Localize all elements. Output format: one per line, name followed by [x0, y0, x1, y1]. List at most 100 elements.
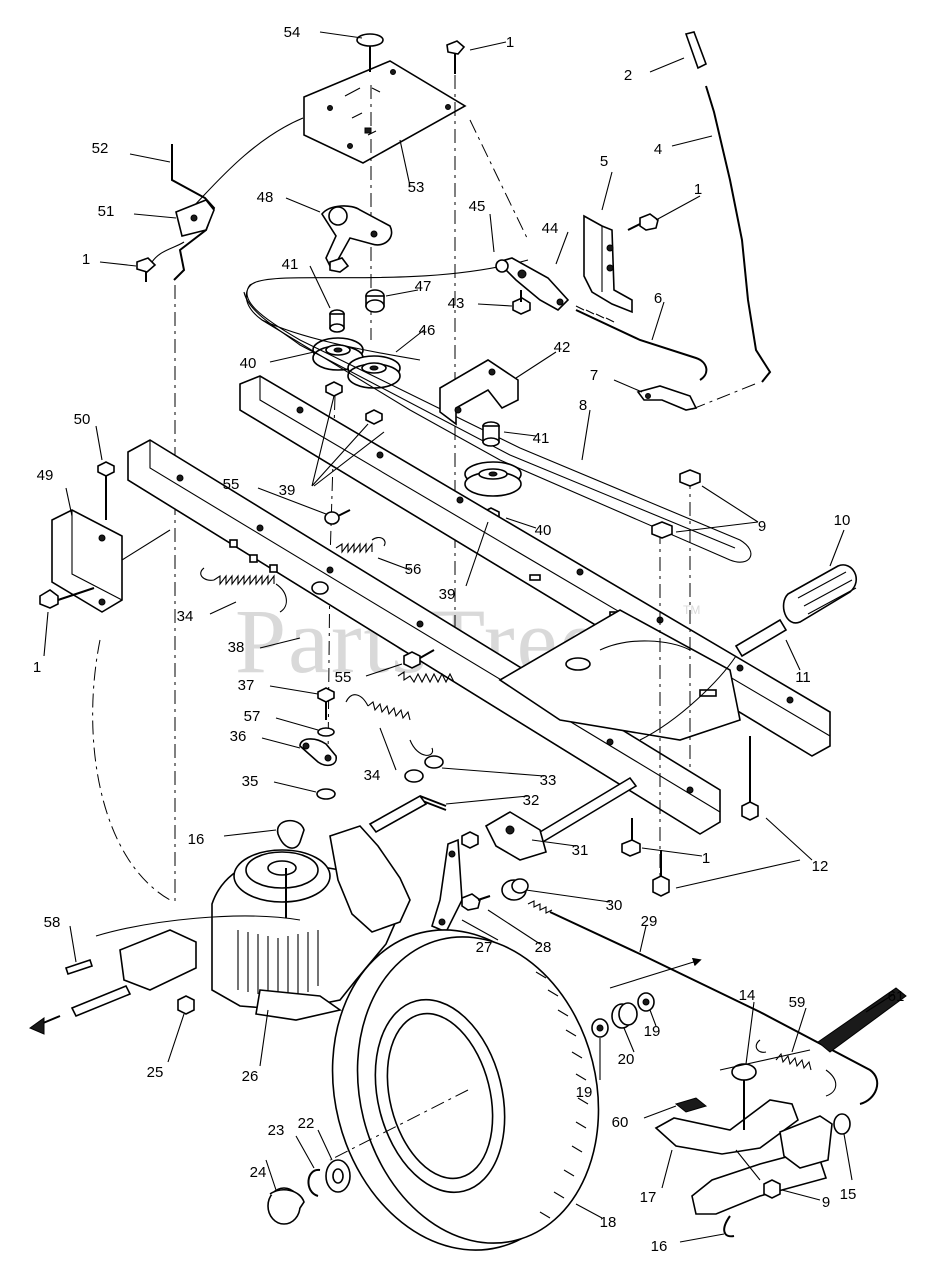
clutch-bracket-44	[495, 257, 570, 311]
part-label-24: 24	[250, 1164, 267, 1181]
part-label-19: 19	[644, 1023, 661, 1040]
part-label-16: 16	[651, 1238, 668, 1255]
bolt-55-lower	[403, 649, 435, 669]
bolt-1-bracket49	[39, 587, 95, 609]
nut-left-31	[461, 831, 479, 849]
part-label-40: 40	[535, 522, 552, 539]
part-label-55: 55	[223, 476, 240, 493]
rod-6	[575, 305, 708, 381]
spacer-41-left	[329, 309, 345, 333]
part-label-34: 34	[177, 608, 194, 625]
part-label-8: 8	[579, 397, 587, 414]
part-label-56: 56	[405, 561, 422, 578]
washer-35	[316, 788, 336, 800]
bolt-37	[317, 687, 335, 720]
idler-bracket-48	[321, 205, 393, 273]
ring-23	[307, 1168, 321, 1197]
part-label-31: 31	[572, 842, 589, 859]
pulley-40-right	[464, 461, 522, 497]
part-label-32: 32	[523, 792, 540, 809]
part-label-7: 7	[590, 367, 598, 384]
part-label-15: 15	[840, 1186, 857, 1203]
part-label-55: 55	[335, 669, 352, 686]
spacer-47	[365, 289, 385, 313]
lift-rod-52	[171, 144, 216, 281]
part-label-44: 44	[542, 220, 559, 237]
cap-24	[267, 1187, 305, 1225]
washer-22	[325, 1159, 351, 1193]
part-label-28: 28	[535, 939, 552, 956]
drive-belt-8	[243, 259, 752, 563]
part-label-33: 33	[540, 772, 557, 789]
spacers-19-20	[591, 992, 655, 1038]
washer-57	[317, 727, 335, 737]
part-label-1: 1	[702, 850, 710, 867]
part-label-14: 14	[739, 987, 756, 1004]
part-label-61: 61	[888, 988, 905, 1005]
bracket-pedal	[779, 1115, 833, 1169]
leader-lines	[43, 31, 895, 1243]
part-label-39: 39	[279, 482, 296, 499]
bushing-30	[501, 878, 529, 901]
bolt-14	[731, 1063, 757, 1130]
bolt-43	[512, 290, 531, 315]
pedal-17	[654, 1099, 828, 1215]
part-label-38: 38	[228, 639, 245, 656]
part-label-60: 60	[612, 1114, 629, 1131]
part-label-49: 49	[37, 467, 54, 484]
part-label-46: 46	[419, 322, 436, 339]
axle-left	[28, 929, 197, 1035]
part-label-40: 40	[240, 355, 257, 372]
part-label-23: 23	[268, 1122, 285, 1139]
axle-right	[368, 794, 428, 834]
part-label-5: 5	[600, 153, 608, 170]
link-36	[299, 738, 337, 767]
part-label-34: 34	[364, 767, 381, 784]
frame-cross-plate	[498, 609, 741, 741]
part-label-1: 1	[506, 34, 514, 51]
part-label-1: 1	[694, 181, 702, 198]
part-label-6: 6	[654, 290, 662, 307]
transaxle-26	[211, 825, 411, 1021]
part-label-26: 26	[242, 1068, 259, 1085]
part-label-4: 4	[654, 141, 662, 158]
bolt-55-upper	[324, 509, 351, 525]
part-label-41: 41	[282, 256, 299, 273]
spring-56	[335, 537, 386, 554]
part-label-27: 27	[476, 939, 493, 956]
nut-25	[177, 995, 195, 1015]
part-label-42: 42	[554, 339, 571, 356]
decal-60	[674, 1097, 708, 1113]
part-label-57: 57	[244, 708, 261, 725]
bolt-1-lower	[621, 818, 641, 857]
part-label-41: 41	[533, 430, 550, 447]
part-label-2: 2	[624, 67, 632, 84]
grip-2	[684, 31, 708, 70]
washer-15	[833, 1113, 851, 1135]
part-label-22: 22	[298, 1115, 315, 1132]
spring-59	[755, 1039, 837, 1097]
pin-58	[64, 958, 94, 976]
part-label-30: 30	[606, 897, 623, 914]
part-label-58: 58	[44, 914, 61, 931]
link-7	[636, 385, 698, 411]
shaft-31	[484, 776, 638, 861]
tire-18	[331, 929, 600, 1251]
rod-29	[527, 900, 879, 1105]
part-label-43: 43	[448, 295, 465, 312]
carriage-bolt-54	[356, 33, 384, 72]
clip-16-lower	[723, 1215, 735, 1238]
part-label-54: 54	[284, 24, 301, 41]
part-label-17: 17	[640, 1189, 657, 1206]
part-label-37: 37	[238, 677, 255, 694]
part-label-35: 35	[242, 773, 259, 790]
part-label-11: 11	[795, 669, 811, 686]
nut-9-lower	[763, 1179, 781, 1199]
part-label-48: 48	[257, 189, 274, 206]
part-label-36: 36	[230, 728, 247, 745]
washers-33	[404, 755, 444, 783]
grip-10	[782, 564, 857, 624]
clip-16-upper	[277, 819, 305, 849]
